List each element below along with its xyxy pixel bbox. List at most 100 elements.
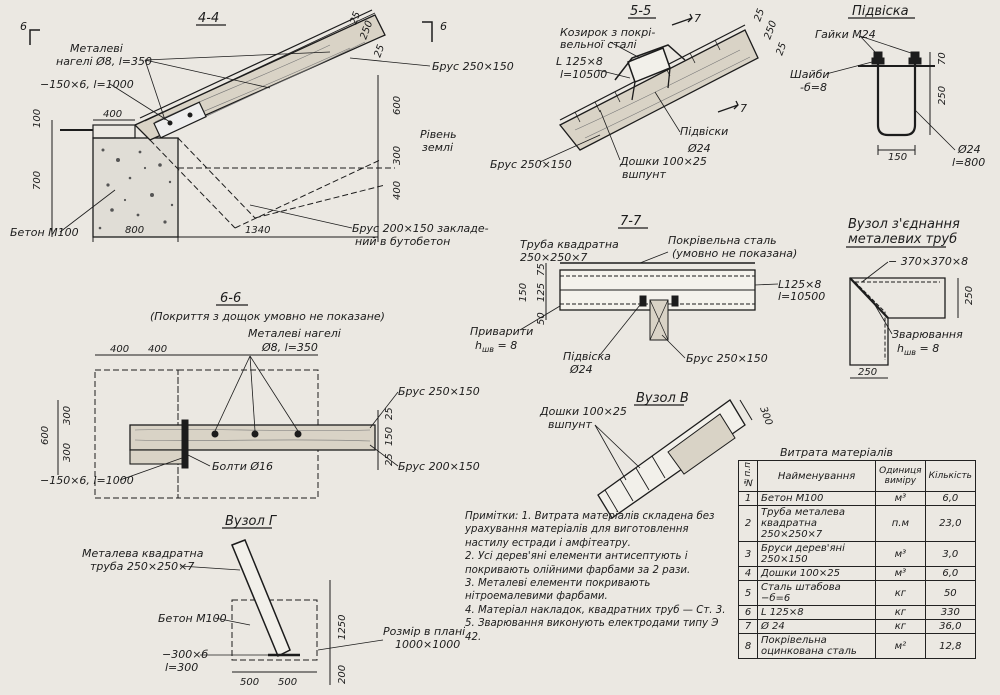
- materials-header-row: №п.п Найменування Одиниця виміру Кількіс…: [738, 460, 977, 492]
- label-hangers-d: Ø24: [687, 142, 711, 155]
- dim-700: 700: [32, 171, 43, 190]
- label-ground: Рівень: [420, 128, 457, 141]
- dim-400-v: 400: [392, 181, 403, 200]
- section-5-5-title: 5-5: [630, 4, 651, 19]
- dim-25b: 25: [372, 43, 387, 59]
- dim-6-6-150: 150: [384, 427, 395, 446]
- note-4: 4. Матеріал накладок, квадратних труб — …: [465, 604, 726, 616]
- dim-150: 150: [518, 283, 529, 302]
- label-angle-len-7-7: l=10500: [778, 290, 825, 303]
- label-nuts: Гайки М24: [815, 28, 876, 41]
- dim-600-6-6: 600: [40, 426, 51, 445]
- label-boards-2: вшпунт: [622, 168, 666, 181]
- dim-300-b: 300: [62, 443, 73, 462]
- label-boards: Дошки 100×25: [619, 155, 707, 168]
- label-beam-5-5: Брус 250×150: [490, 158, 572, 171]
- node-b-title: Вузол В: [636, 391, 689, 406]
- label-plan-size-2: 1000×1000: [395, 638, 460, 651]
- dim-400-b: 400: [148, 344, 167, 355]
- materials-title: Витрата матеріалів: [780, 446, 894, 459]
- section-6-6: 6-6 (Покриття з дощок умовно не показане…: [40, 291, 480, 499]
- dim-250-joint-h: 250: [858, 367, 877, 378]
- section-4-4-title: 4-4: [198, 11, 219, 26]
- node-pipe-joint: Вузол з'єднання металевих труб − 370×370…: [846, 217, 975, 379]
- dim-400-a: 400: [110, 344, 129, 355]
- label-washers-2: -б=8: [800, 81, 827, 94]
- label-boards-b-2: вшпунт: [548, 418, 592, 431]
- label-concrete: Бетон М100: [10, 226, 79, 239]
- label-beam-7-7: Брус 250×150: [686, 352, 768, 365]
- label-washers: Шайби: [790, 68, 830, 81]
- label-nails-6-6: Металеві нагелі: [248, 327, 341, 340]
- label-nails: Металеві: [70, 42, 123, 55]
- dim-5-5-25b: 25: [774, 41, 789, 57]
- label-hangers: Підвіски: [680, 125, 728, 138]
- label-bolts: Болти Ø16: [212, 460, 273, 473]
- label-pipe-g-2: труба 250×250×7: [90, 560, 194, 573]
- label-plan-size: Розмір в плані: [383, 625, 465, 638]
- node-pipes-title-2: металевих труб: [848, 232, 957, 247]
- label-plate-g-2: l=300: [165, 661, 198, 674]
- beam-6-6-upper: [129, 424, 376, 451]
- section-7-7-title: 7-7: [620, 214, 642, 229]
- label-beam-embed: Брус 200×150 закладе-: [352, 222, 489, 235]
- hanger-title: Підвіска: [852, 4, 909, 19]
- dim-300: 300: [392, 146, 403, 165]
- dim-75: 75: [536, 263, 547, 276]
- label-nails-size: нагелі Ø8, l=350: [56, 55, 152, 68]
- label-pipe-7-7: Труба квадратна: [520, 238, 619, 251]
- label-hanger-len: l=800: [952, 156, 985, 169]
- dim-70: 70: [937, 52, 948, 65]
- dim-500-a: 500: [240, 677, 259, 688]
- label-pipe-g: Металева квадратна: [82, 547, 204, 560]
- dim-100: 100: [32, 109, 43, 128]
- pipe-node-g: [231, 539, 291, 658]
- label-pipe-7-7-size: 250×250×7: [520, 251, 587, 264]
- header-num: №п.п: [738, 460, 758, 492]
- header-name: Найменування: [756, 460, 877, 492]
- label-beam: Брус 250×150: [432, 60, 514, 73]
- section-4-4: 4-4 6 6 400 800 1340: [10, 9, 514, 248]
- dim-25: 25: [348, 10, 363, 26]
- note-3: 3. Металеві елементи покривають нітроема…: [465, 578, 651, 603]
- label-strip: −150×6, l=1000: [40, 78, 134, 91]
- label-plate-g: −300×б: [162, 648, 208, 661]
- cut-mark-7-bottom: 7: [740, 102, 747, 115]
- label-hanger-7-7: Підвіска: [563, 350, 611, 363]
- cut-mark-6-left: 6: [20, 20, 27, 33]
- label-strip-6-6: −150×6, l=1000: [40, 474, 134, 487]
- dim-200: 200: [337, 665, 348, 684]
- dim-1250: 1250: [337, 615, 348, 640]
- dim-300-a: 300: [62, 406, 73, 425]
- notes-block: Примітки: 1. Витрата матеріалів складена…: [465, 510, 735, 644]
- label-weld-joint: Зварювання: [892, 328, 963, 341]
- label-weld: Приварити: [470, 325, 533, 338]
- node-g-title: Вузол Г: [225, 514, 278, 529]
- dim-5-5-250: 250: [762, 19, 779, 41]
- label-angle-len: l=10500: [560, 68, 607, 81]
- concrete-hatch: [98, 148, 174, 230]
- dim-50: 50: [536, 312, 547, 325]
- note-2: 2. Усі дерев'яні елементи антисептують і…: [465, 551, 691, 576]
- dim-150-hanger: 150: [888, 152, 907, 163]
- section-7-7: 7-7 75 150 125 50 Труба квадратна 250×25…: [470, 214, 825, 376]
- label-nails-6-6-size: Ø8, l=350: [261, 341, 318, 354]
- label-concrete-g: Бетон М100: [158, 612, 227, 625]
- header-unit: Одиниця виміру: [875, 460, 926, 492]
- label-visor: Козирок з покрі-: [560, 26, 655, 39]
- node-pipes-title: Вузол з'єднання: [848, 217, 960, 232]
- note-1: Примітки: 1. Витрата матеріалів складена…: [465, 511, 715, 549]
- dim-250-joint-v: 250: [964, 286, 975, 305]
- label-hanger-d-7-7: Ø24: [569, 363, 593, 376]
- node-b: Вузол В 300 Дошки 100×25 вшпунт: [539, 391, 774, 519]
- dim-6-6-25: 25: [384, 407, 395, 420]
- dim-800: 800: [125, 225, 144, 236]
- label-sheet: Покрівельна сталь: [668, 234, 777, 247]
